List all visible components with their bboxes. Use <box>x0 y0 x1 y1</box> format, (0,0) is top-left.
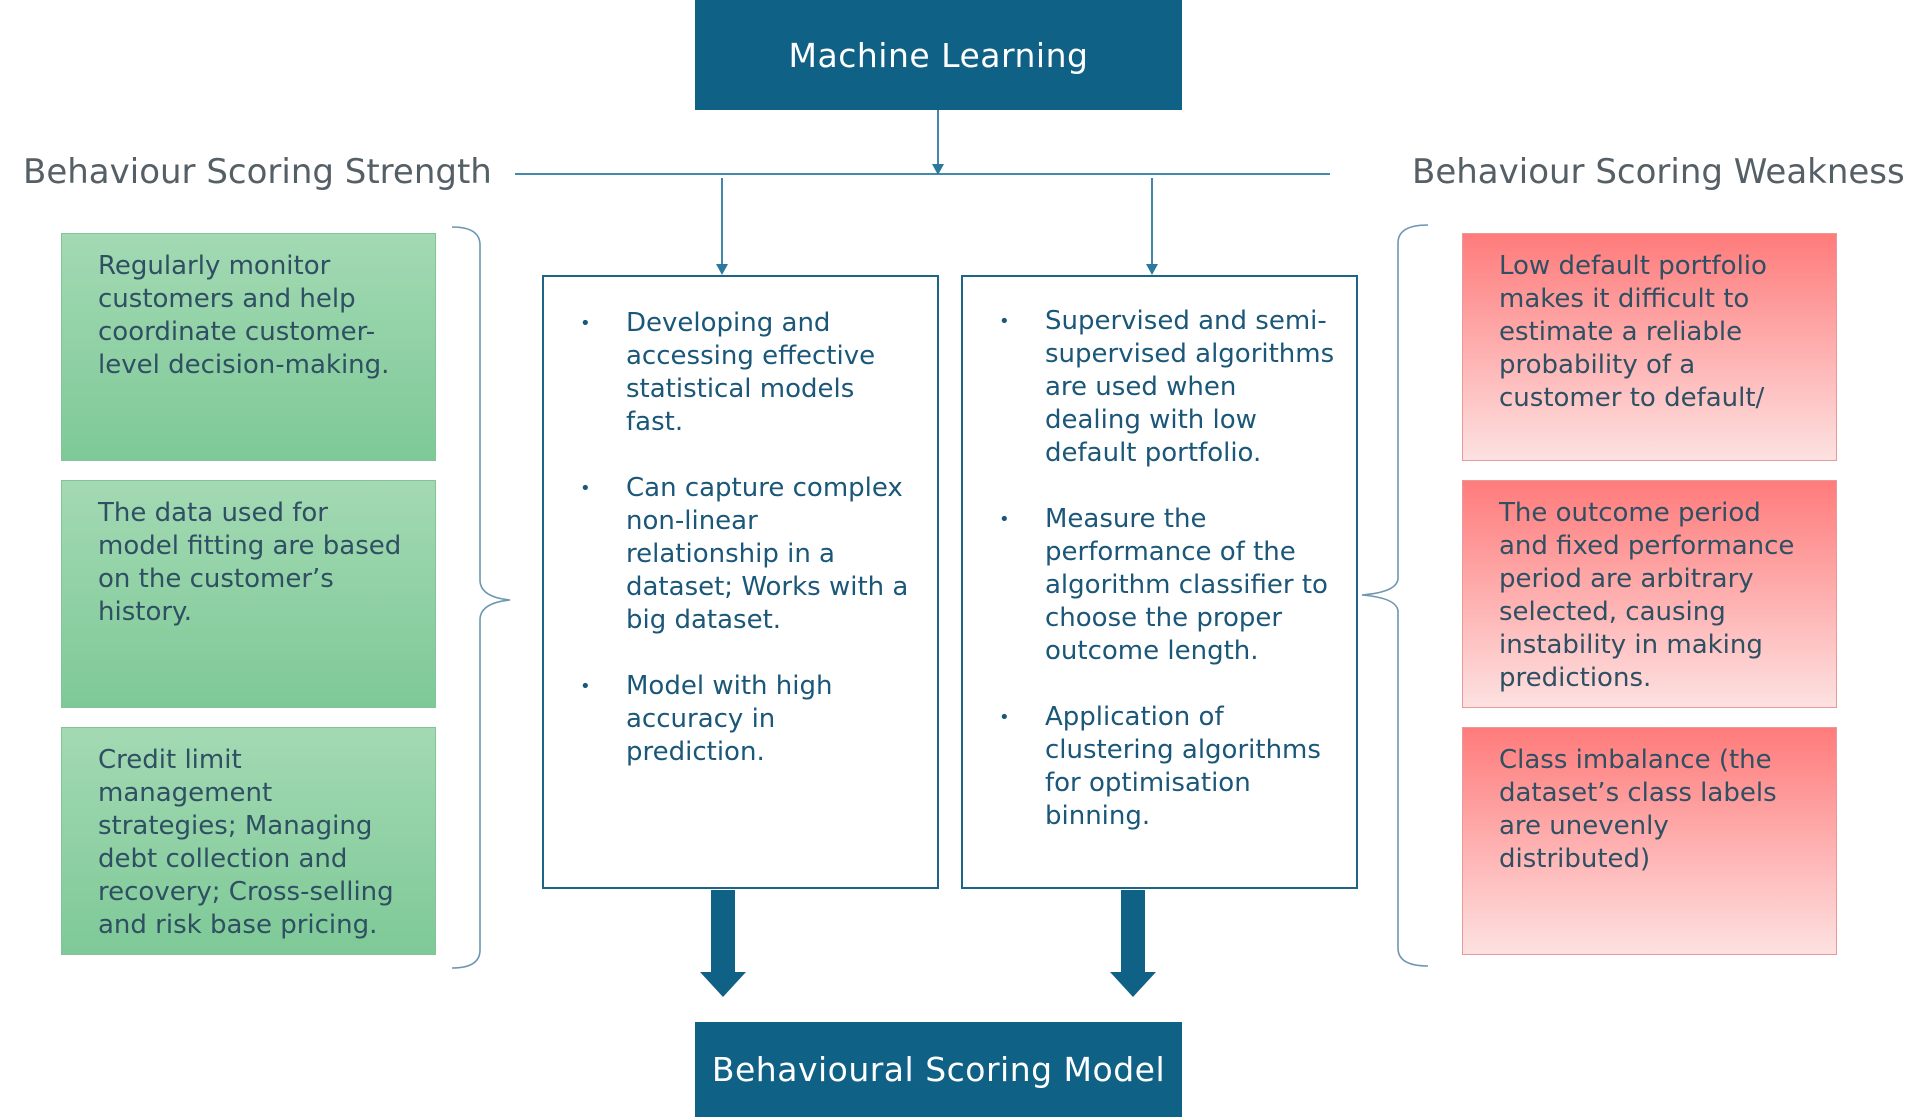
weakness-text-3: Class imbalance (the dataset’s class lab… <box>1499 745 1777 874</box>
machine-learning-label: Machine Learning <box>788 35 1089 75</box>
left-brace <box>451 226 511 969</box>
bullet-icon: • <box>580 478 591 499</box>
strength-box-3: Credit limit management strategies; Mana… <box>61 727 436 955</box>
bullet-icon: • <box>580 676 591 697</box>
strength-heading: Behaviour Scoring Strength <box>23 152 492 192</box>
method-right-item: •Application of clustering algorithms fo… <box>999 702 1321 831</box>
method-right-item: •Supervised and semi-supervised algorith… <box>999 306 1335 468</box>
strength-text-3: Credit limit management strategies; Mana… <box>98 745 394 940</box>
method-box-right: •Supervised and semi-supervised algorith… <box>961 275 1358 889</box>
weakness-box-1: Low default portfolio makes it difficult… <box>1462 233 1837 461</box>
right-brace <box>1361 224 1429 967</box>
method-right-item: •Measure the performance of the algorith… <box>999 504 1328 666</box>
behavioural-scoring-model-label: Behavioural Scoring Model <box>711 1050 1166 1089</box>
weakness-text-2: The outcome period and fixed performance… <box>1499 498 1795 693</box>
method-left-item: •Can capture complex non-linear relation… <box>580 473 909 635</box>
method-left-item: •Developing and accessing effective stat… <box>580 308 876 437</box>
strength-text-1: Regularly monitor customers and help coo… <box>98 251 390 380</box>
machine-learning-box: Machine Learning <box>695 0 1182 110</box>
weakness-text-1: Low default portfolio makes it difficult… <box>1499 251 1767 413</box>
bullet-icon: • <box>999 509 1010 530</box>
bullet-icon: • <box>999 707 1010 728</box>
weakness-box-2: The outcome period and fixed performance… <box>1462 480 1837 708</box>
bullet-icon: • <box>999 311 1010 332</box>
behavioural-scoring-model-box: Behavioural Scoring Model <box>695 1022 1182 1117</box>
bullet-icon: • <box>580 313 591 334</box>
method-left-item: •Model with high accuracy in prediction. <box>580 671 833 767</box>
weakness-heading: Behaviour Scoring Weakness <box>1412 152 1905 192</box>
strength-box-1: Regularly monitor customers and help coo… <box>61 233 436 461</box>
strength-text-2: The data used for model fitting are base… <box>98 498 402 627</box>
weakness-box-3: Class imbalance (the dataset’s class lab… <box>1462 727 1837 955</box>
method-box-left: •Developing and accessing effective stat… <box>542 275 939 889</box>
strength-box-2: The data used for model fitting are base… <box>61 480 436 708</box>
